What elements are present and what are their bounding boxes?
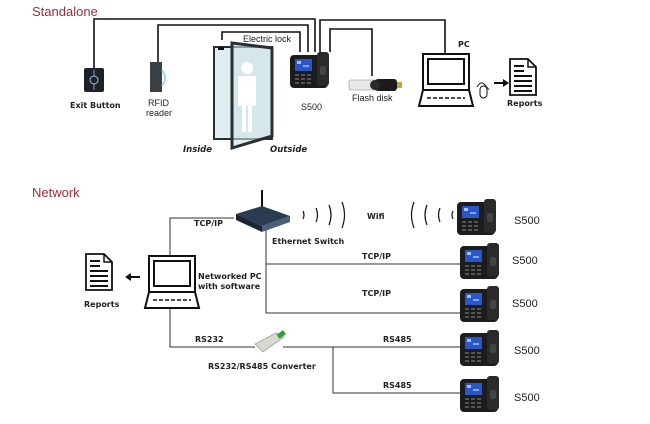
rs232-label: RS232 (195, 335, 224, 344)
exit-button-device (84, 68, 104, 92)
wifi-waves-icon (302, 201, 454, 229)
arrow-right-icon (494, 79, 509, 87)
network-title: Network (32, 185, 80, 200)
wifi-label: Wifi (367, 212, 385, 221)
s500-device-icon (460, 286, 499, 322)
reports-label: Reports (507, 99, 543, 108)
s500-label-1: S500 (514, 215, 540, 227)
s500-label-3: S500 (512, 298, 538, 310)
link-label-tcpip-2: TCP/IP (362, 289, 391, 298)
network-report-document-icon (85, 253, 113, 291)
converter-label: RS232/RS485 Converter (208, 362, 316, 371)
exit-button-label: Exit Button (70, 101, 121, 110)
standalone-wires (93, 18, 446, 76)
network-wires (169, 217, 460, 394)
link-label-rs485-1: RS485 (383, 335, 412, 344)
rfid-reader-device (150, 62, 166, 92)
arrow-left-icon (125, 273, 140, 281)
s500-label: S500 (301, 102, 322, 112)
report-document-icon (509, 58, 537, 96)
mouse-icon (476, 82, 490, 99)
link-label-tcpip-1: TCP/IP (362, 252, 391, 261)
s500-device-icon (457, 199, 496, 235)
flash-disk-label: Flash disk (352, 93, 393, 103)
s500-device-icon (460, 243, 499, 279)
networked-pc-label-line2: with software (198, 282, 261, 291)
link-label-rs485-2: RS485 (383, 381, 412, 390)
flash-disk-icon (348, 79, 402, 91)
ethernet-switch-icon (236, 190, 290, 232)
s500-label-5: S500 (514, 392, 540, 404)
standalone-title: Standalone (32, 4, 98, 19)
ethernet-switch-label: Ethernet Switch (272, 237, 345, 246)
pc-laptop-icon (418, 53, 474, 107)
rs232-rs485-converter-icon (254, 330, 286, 353)
networked-pc-label-line1: Networked PC (198, 272, 262, 281)
electric-lock-label: Electric lock (243, 34, 292, 44)
rfid-label-line1: RFID (148, 98, 169, 108)
pc-label: PC (458, 40, 470, 49)
s500-device-icon (460, 376, 499, 412)
s500-label-4: S500 (514, 345, 540, 357)
outside-label: Outside (270, 145, 307, 155)
inside-label: Inside (183, 145, 212, 155)
s500-device-icon (290, 52, 329, 88)
tcpip-pc-label: TCP/IP (194, 219, 223, 228)
rfid-label-line2: reader (146, 108, 172, 118)
s500-label-2: S500 (512, 255, 538, 267)
networked-pc-icon (144, 255, 200, 309)
door-illustration (213, 41, 274, 151)
network-reports-label: Reports (84, 300, 120, 309)
s500-device-icon (460, 330, 499, 366)
